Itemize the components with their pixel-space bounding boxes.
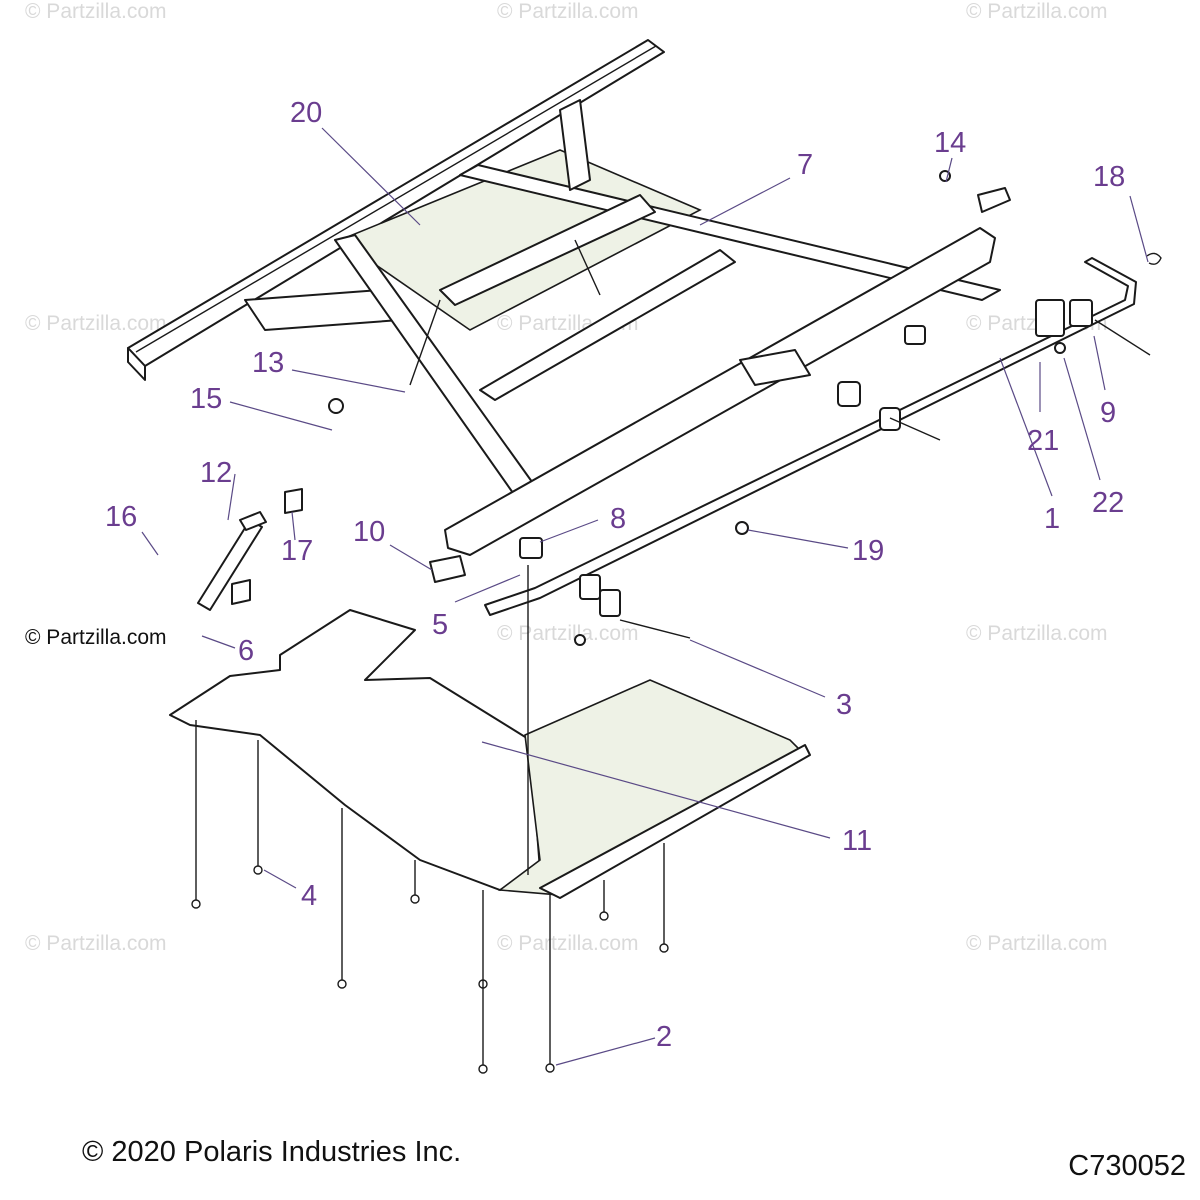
callout-5: 5 <box>432 609 448 641</box>
callout-1: 1 <box>1044 503 1060 535</box>
torsion-bar <box>484 257 1137 616</box>
watermark-dark: © Partzilla.com <box>25 626 167 649</box>
copyright-notice: © 2020 Polaris Industries Inc. <box>82 1136 462 1168</box>
hardware <box>231 170 1162 646</box>
callout-13: 13 <box>252 347 284 379</box>
watermark: © Partzilla.com <box>966 0 1108 23</box>
gas-strut <box>197 511 267 611</box>
watermark: © Partzilla.com <box>497 0 639 23</box>
callout-7: 7 <box>797 149 813 181</box>
callouts: 20 7 14 18 13 15 9 21 12 22 16 1 8 10 17… <box>105 97 1125 1053</box>
watermark: © Partzilla.com <box>25 0 167 23</box>
callout-9: 9 <box>1100 397 1116 429</box>
callout-4: 4 <box>301 880 317 912</box>
callout-14: 14 <box>934 127 966 159</box>
side-rail <box>444 227 996 556</box>
watermark: © Partzilla.com <box>966 932 1108 955</box>
leader-lines <box>141 127 1149 1066</box>
callout-17: 17 <box>281 535 313 567</box>
callout-18: 18 <box>1093 161 1125 193</box>
callout-3: 3 <box>836 689 852 721</box>
skid-fasteners <box>191 565 669 1074</box>
callout-2: 2 <box>656 1021 672 1053</box>
callout-6: 6 <box>238 635 254 667</box>
skid-plate <box>169 609 811 899</box>
callout-11: 11 <box>842 825 872 857</box>
callout-19: 19 <box>852 535 884 567</box>
frame-rail <box>127 39 665 381</box>
cargo-frame <box>244 99 1001 511</box>
watermark: © Partzilla.com <box>497 622 639 645</box>
callout-12: 12 <box>200 457 232 489</box>
callout-16: 16 <box>105 501 137 533</box>
watermark: © Partzilla.com <box>497 932 639 955</box>
callout-10: 10 <box>353 516 385 548</box>
callout-20: 20 <box>290 97 322 129</box>
diagram-code: C730052 <box>1068 1150 1186 1182</box>
watermark: © Partzilla.com <box>25 312 167 335</box>
callout-22: 22 <box>1092 487 1124 519</box>
callout-15: 15 <box>190 383 222 415</box>
watermarks: © Partzilla.com © Partzilla.com © Partzi… <box>25 0 1108 955</box>
callout-21: 21 <box>1027 425 1059 457</box>
watermark: © Partzilla.com <box>966 622 1108 645</box>
watermark: © Partzilla.com <box>25 932 167 955</box>
callout-8: 8 <box>610 503 626 535</box>
